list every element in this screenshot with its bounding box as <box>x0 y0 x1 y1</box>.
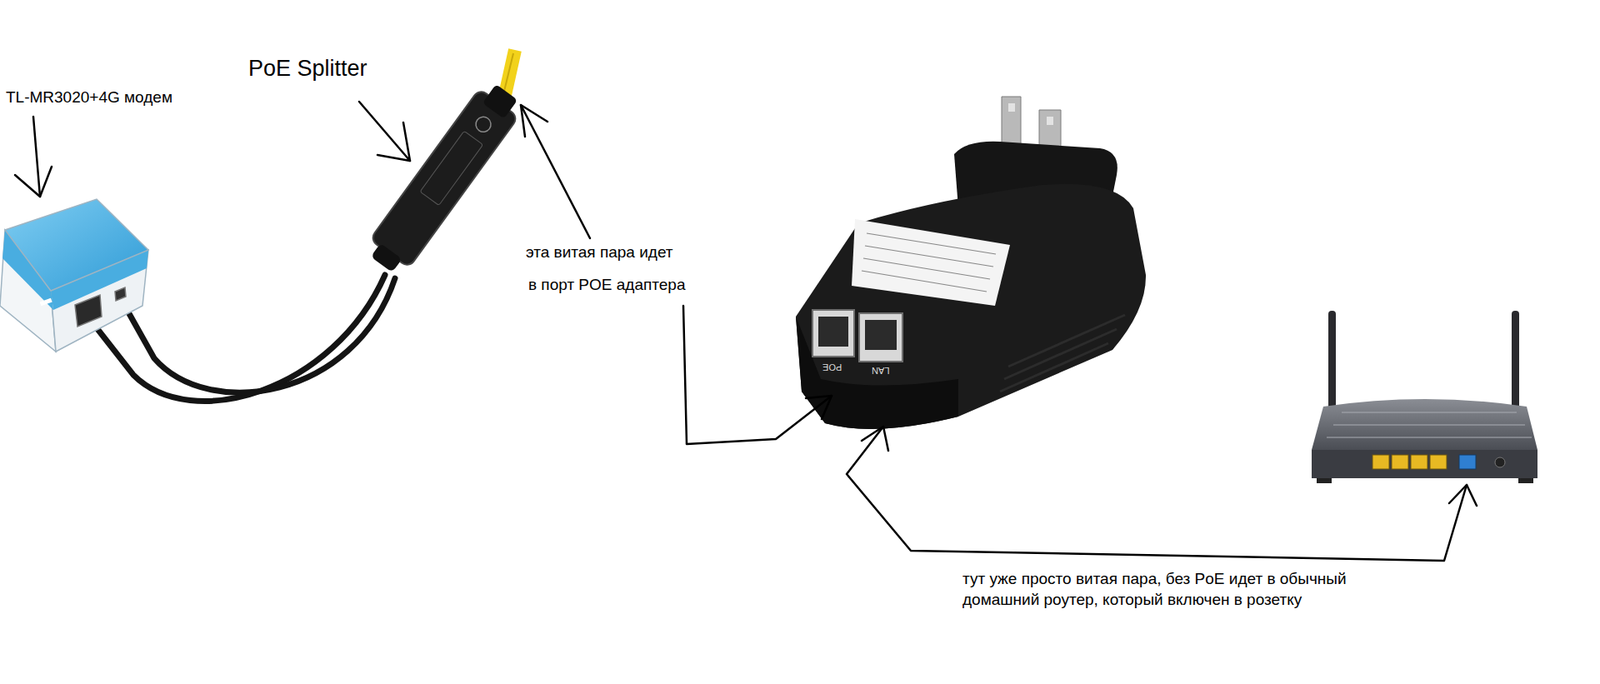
device-label: PoE Splitter <box>248 55 368 82</box>
poe-adapter <box>795 96 1146 430</box>
home-router <box>1311 310 1538 484</box>
port-label: POE <box>822 361 842 373</box>
port-label: LAN <box>871 365 890 376</box>
annotation-arrows <box>15 101 1477 561</box>
note-text: домашний роутер, который включен в розет… <box>962 590 1302 610</box>
note-text: в порт POE адаптера <box>528 275 685 295</box>
poe-splitter <box>361 77 526 279</box>
note-text: тут уже просто витая пара, без PoE идет … <box>962 570 1347 590</box>
mini-router <box>0 199 149 352</box>
note-text: эта витая пара идет <box>525 243 674 263</box>
device-label: TL-MR3020+4G модем <box>5 88 173 108</box>
